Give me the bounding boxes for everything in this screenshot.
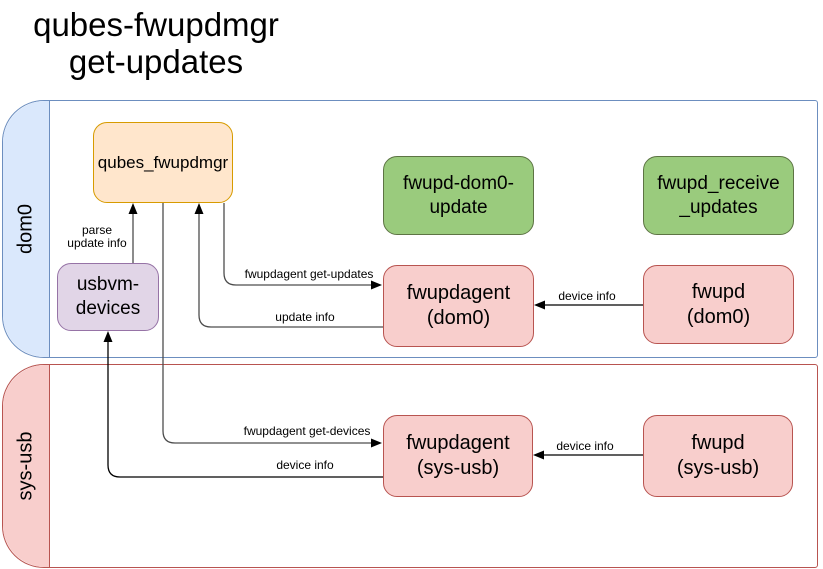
diagram-title-line2: get-updates: [68, 43, 244, 80]
edge-label-fwupdagent-get-updates: fwupdagent get-updates: [244, 267, 374, 281]
node-fwupd-sys-usb-label-line2: (sys-usb): [676, 457, 760, 479]
edge-parse-update-info-arrowhead: [128, 203, 138, 214]
node-fwupd-dom0-label-line1: fwupd: [691, 280, 746, 303]
node-fwupdagent-sys-usb-label-line2: (sys-usb): [416, 457, 500, 479]
edge-label-fwupdagent-get-devices: fwupdagent get-devices: [243, 424, 371, 438]
node-fwupd-sys-usb: fwupd (sys-usb): [643, 415, 793, 497]
node-qubes-fwupdmgr: qubes_fwupdmgr: [93, 122, 233, 203]
node-fwupdagent-dom0-label-line2: (dom0): [426, 307, 491, 329]
diagram-title-line1: qubes-fwupdmgr: [33, 6, 279, 43]
edge-device-info-sys-usb-arrowhead: [533, 450, 544, 460]
edge-label-device-info-sys-usb: device info: [556, 439, 614, 453]
edge-update-info-line: [198, 213, 383, 328]
swimlane-sys-usb-label-strip: sys-usb: [3, 365, 50, 567]
node-fwupd-receive-updates-label-line2: _updates: [679, 196, 758, 218]
edge-update-info-arrowhead: [194, 203, 204, 214]
node-fwupd-dom0-update-label-line1: fwupd-dom0-: [403, 172, 514, 194]
node-fwupdagent-dom0-label-line1: fwupdagent: [406, 282, 511, 305]
node-fwupd-dom0-label-line2: (dom0): [686, 305, 751, 328]
edge-label-update-info: update info: [275, 310, 335, 324]
node-fwupd-dom0: fwupd (dom0): [643, 265, 794, 344]
edge-fwupdagent-get-updates-line: [223, 203, 372, 286]
edge-label-device-info-sys-usb-return: device info: [276, 458, 334, 472]
edge-label-device-info-dom0: device info: [558, 289, 616, 303]
edge-device-info-dom0-arrowhead: [534, 300, 545, 310]
edge-label-parse-update-info: parse update info: [67, 224, 126, 250]
node-fwupd-sys-usb-label-line1: fwupd: [691, 432, 745, 455]
edge-fwupdagent-get-updates-arrowhead: [371, 280, 382, 290]
edge-device-info-return-line: [107, 341, 383, 478]
diagram-title: qubes-fwupdmgr get-updates: [0, 6, 312, 80]
node-usbvm-devices-label-line2: devices: [75, 298, 141, 319]
node-qubes-fwupdmgr-label: qubes_fwupdmgr: [97, 152, 229, 172]
node-fwupdagent-sys-usb: fwupdagent (sys-usb): [383, 415, 533, 497]
edge-label-parse-update-info-line1: parse: [81, 223, 113, 237]
node-fwupd-dom0-update-label-line2: update: [429, 196, 488, 218]
edge-device-info-return-arrowhead: [103, 331, 113, 342]
edge-fwupdagent-get-devices-line: [162, 203, 372, 444]
edge-fwupdagent-get-devices-arrowhead: [371, 438, 382, 448]
node-fwupdagent-sys-usb-label-line1: fwupdagent: [406, 432, 510, 455]
node-fwupdagent-dom0: fwupdagent (dom0): [383, 265, 534, 347]
edge-label-parse-update-info-line2: update info: [67, 236, 127, 250]
node-fwupd-receive-updates-label-line1: fwupd_receive: [657, 172, 780, 194]
node-fwupd-dom0-update: fwupd-dom0- update: [383, 156, 534, 235]
node-usbvm-devices: usbvm- devices: [57, 263, 159, 331]
node-usbvm-devices-label-line1: usbvm-: [76, 274, 140, 296]
node-fwupd-receive-updates: fwupd_receive _updates: [643, 156, 794, 235]
swimlane-dom0-label-strip: dom0: [3, 101, 50, 357]
